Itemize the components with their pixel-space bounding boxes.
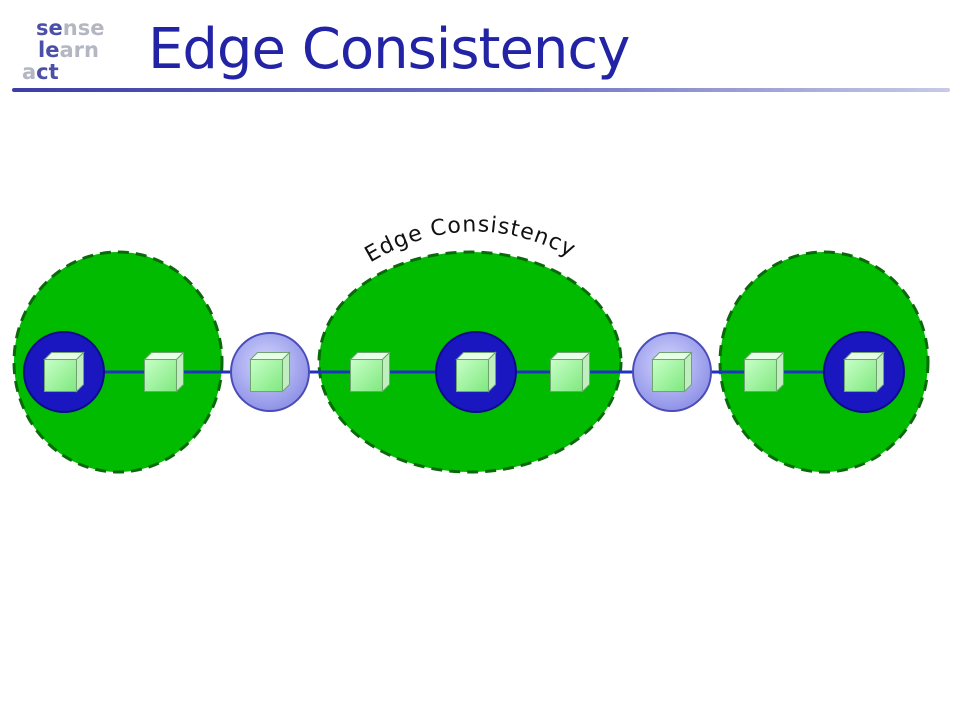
- left-scope-region: [12, 250, 224, 474]
- node-cube-2: [143, 351, 185, 393]
- right-scope-region: [718, 250, 930, 474]
- node-dark-circle-5: [435, 331, 517, 413]
- cube-icon: [651, 351, 693, 393]
- node-chain: [23, 331, 905, 413]
- title-underline: [12, 88, 950, 92]
- cube-icon: [743, 351, 785, 393]
- cube-icon: [249, 351, 291, 393]
- sense-learn-act-logo: sense learn act: [18, 14, 118, 86]
- cube-icon: [549, 351, 591, 393]
- node-cube-8: [743, 351, 785, 393]
- node-cube-4: [349, 351, 391, 393]
- node-dark-circle-9: [823, 331, 905, 413]
- node-light-circle-7: [632, 332, 712, 412]
- logo-row-sense: sense: [36, 16, 105, 40]
- cube-icon: [843, 351, 885, 393]
- node-dark-circle-1: [23, 331, 105, 413]
- slide-title: Edge Consistency: [148, 17, 630, 82]
- cube-icon: [455, 351, 497, 393]
- cube-icon: [43, 351, 85, 393]
- node-cube-6: [549, 351, 591, 393]
- node-light-circle-3: [230, 332, 310, 412]
- logo-row-act: act: [22, 60, 59, 84]
- cube-icon: [349, 351, 391, 393]
- cube-icon: [143, 351, 185, 393]
- logo-row-learn: learn: [38, 38, 99, 62]
